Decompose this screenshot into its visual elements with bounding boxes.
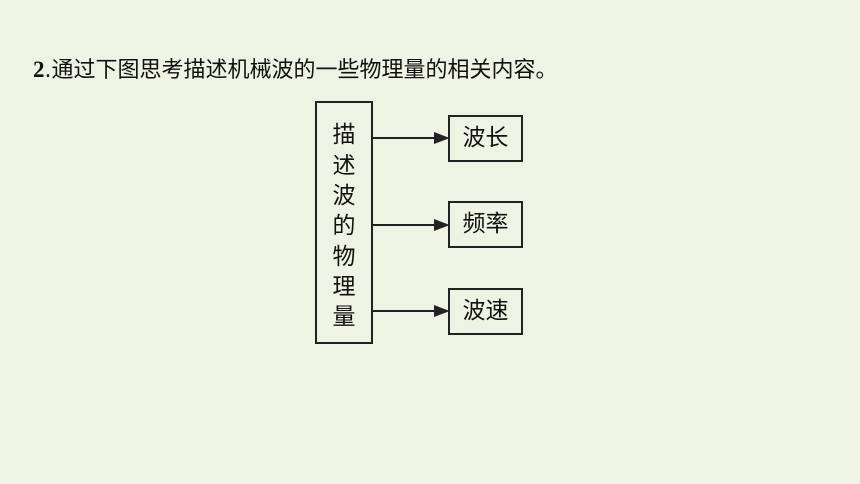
source-char: 物 bbox=[332, 244, 356, 270]
arrow-head bbox=[434, 219, 450, 231]
arrow-head bbox=[434, 305, 450, 317]
source-char: 量 bbox=[332, 304, 356, 330]
question-text: 2.通过下图思考描述机械波的一些物理量的相关内容。 bbox=[33, 55, 558, 86]
target-box-wavelength: 波长 bbox=[448, 115, 523, 162]
question-body: .通过下图思考描述机械波的一些物理量的相关内容。 bbox=[44, 58, 558, 83]
source-char: 波 bbox=[332, 183, 356, 209]
question-number: 2 bbox=[33, 57, 45, 82]
source-char: 理 bbox=[332, 274, 356, 300]
target-box-wave-speed: 波速 bbox=[448, 288, 523, 335]
source-char: 述 bbox=[332, 153, 356, 179]
source-char: 的 bbox=[332, 213, 356, 239]
arrow-head bbox=[434, 132, 450, 144]
target-box-frequency: 频率 bbox=[448, 201, 523, 248]
source-char: 描 bbox=[332, 122, 356, 148]
source-box: 描 述 波 的 物 理 量 bbox=[315, 101, 373, 344]
